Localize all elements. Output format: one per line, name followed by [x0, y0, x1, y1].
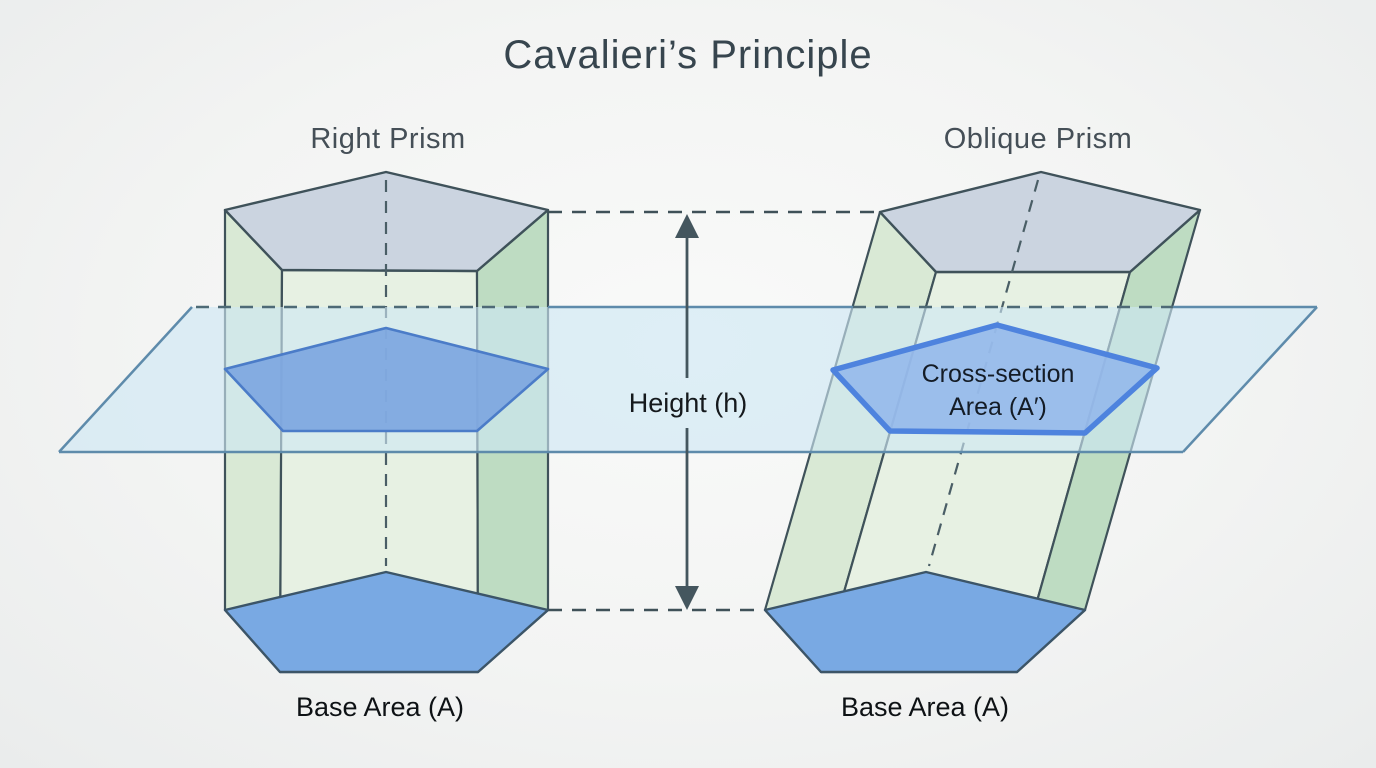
right-prism-top-face — [223, 170, 550, 273]
height-label: Height (h) — [628, 388, 748, 418]
right-prism-cross-section — [223, 326, 550, 433]
oblique-prism-cross-section-highlight — [830, 322, 1160, 436]
cross-section-label: Cross-section Area (A′) — [922, 358, 1075, 424]
oblique-prism-label: Oblique Prism — [943, 123, 1133, 155]
oblique-prism-top-face — [878, 170, 1202, 274]
base-area-label-left: Base Area (A) — [295, 692, 465, 722]
cutting-plane-right-edge — [1182, 306, 1318, 453]
cross-section-label-line2: Area (A′) — [949, 393, 1047, 421]
height-measure-group — [548, 210, 878, 612]
cutting-plane-left-edge — [58, 306, 193, 453]
right-prism-base-face — [223, 570, 550, 674]
oblique-prism-base-face — [763, 570, 1087, 674]
right-prism-label: Right Prism — [310, 123, 466, 155]
height-arrowhead-down-icon — [675, 586, 699, 610]
cross-section-label-line1: Cross-section — [921, 360, 1075, 388]
diagram-title: Cavalieri’s Principle — [503, 33, 873, 77]
height-arrowhead-up-icon — [675, 214, 699, 238]
base-area-label-right: Base Area (A) — [840, 692, 1010, 722]
